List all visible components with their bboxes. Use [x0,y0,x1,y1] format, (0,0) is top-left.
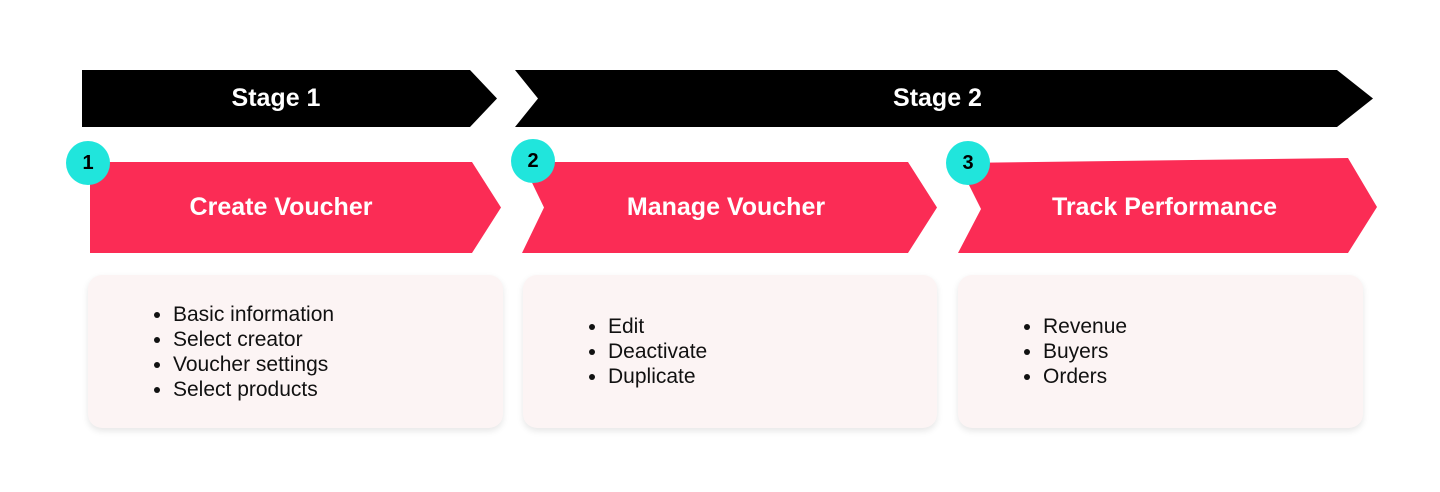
stage-2-banner: Stage 2 [515,70,1373,127]
stage-1-label: Stage 1 [231,84,321,112]
list-item: Basic information [173,302,493,327]
step-3-number-badge: 3 [946,141,990,185]
step-arrow-manage-voucher: Manage Voucher [522,162,937,253]
step-1-item-list: Basic information Select creator Voucher… [88,302,503,402]
list-item: Select creator [173,327,493,352]
list-item: Select products [173,377,493,402]
step-1-detail-card: Basic information Select creator Voucher… [88,275,503,428]
step-2-title: Manage Voucher [626,193,826,221]
stage-1-banner: Stage 1 [82,70,497,127]
list-item: Deactivate [608,339,927,364]
stage-2-label: Stage 2 [893,84,982,112]
step-2-item-list: Edit Deactivate Duplicate [523,314,937,389]
list-item: Voucher settings [173,352,493,377]
step-arrow-track-performance: Track Performance [958,158,1377,253]
step-3-title: Track Performance [1051,193,1278,221]
list-item: Buyers [1043,339,1353,364]
step-arrow-create-voucher: Create Voucher [90,162,501,253]
list-item: Orders [1043,364,1353,389]
list-item: Edit [608,314,927,339]
list-item: Duplicate [608,364,927,389]
step-3-item-list: Revenue Buyers Orders [958,314,1363,389]
list-item: Revenue [1043,314,1353,339]
step-1-title: Create Voucher [189,193,373,221]
step-2-number-badge: 2 [511,139,555,183]
step-3-detail-card: Revenue Buyers Orders [958,275,1363,428]
step-2-detail-card: Edit Deactivate Duplicate [523,275,937,428]
step-1-number-badge: 1 [66,141,110,185]
